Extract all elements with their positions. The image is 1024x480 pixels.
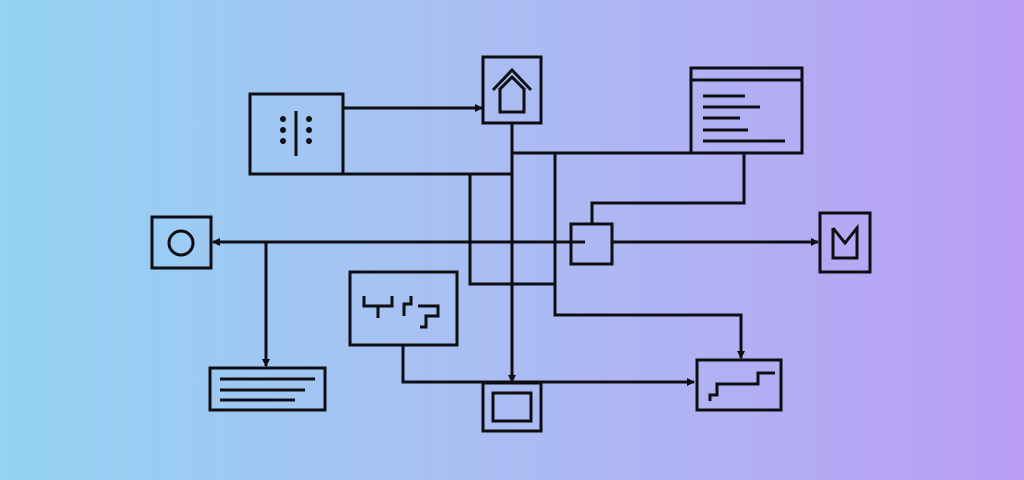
arrow-maze-to-stairs <box>401 345 695 386</box>
line-window-to-hub <box>590 153 746 224</box>
circle-icon <box>167 229 195 257</box>
small-square-icon <box>569 222 614 266</box>
circle-box <box>150 215 213 270</box>
node-window <box>689 66 804 155</box>
line-loop <box>468 174 555 286</box>
node-mail <box>818 211 872 274</box>
stairs-box <box>695 358 783 412</box>
text-list-box <box>208 366 327 412</box>
mail-box <box>818 211 872 274</box>
node-circle <box>150 215 213 270</box>
arrow-to-stairs-top <box>553 153 745 359</box>
text-lines-icon <box>220 377 315 402</box>
m-icon <box>831 223 859 260</box>
connectors <box>212 104 819 386</box>
node-monitor <box>481 381 543 433</box>
square-frame-icon <box>491 391 533 423</box>
maze-box <box>348 270 459 347</box>
home-box <box>481 55 543 125</box>
node-home <box>481 55 543 125</box>
window-box <box>689 66 804 155</box>
node-text-list <box>208 366 327 412</box>
text-window-icon <box>703 94 785 143</box>
node-stairs <box>695 358 783 412</box>
home-icon <box>491 67 533 114</box>
maze-glyph-icon <box>362 296 440 329</box>
dots-panel-box <box>248 92 345 176</box>
node-maze <box>348 270 459 347</box>
node-hub <box>569 222 614 266</box>
dots-divider-icon <box>280 111 312 156</box>
monitor-box <box>481 381 543 433</box>
stairs-icon <box>708 371 775 401</box>
node-dots-panel <box>248 92 345 176</box>
